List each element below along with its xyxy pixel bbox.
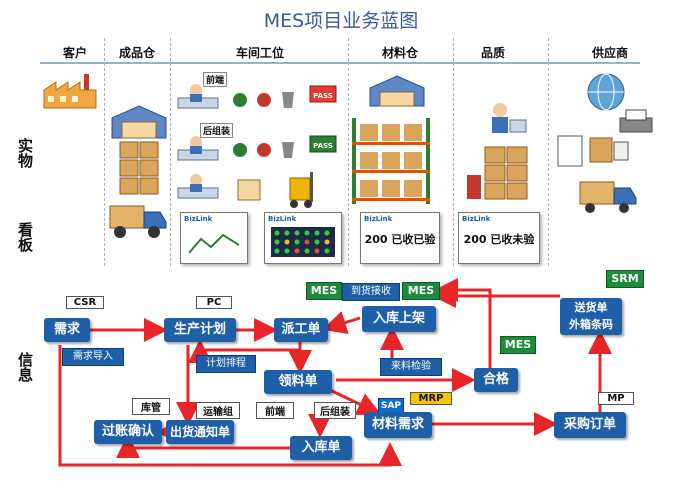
delivery-truck-icon: [109, 205, 167, 238]
inspected-boxes-icon: [467, 146, 528, 200]
header-divider: [40, 62, 640, 64]
mes-badge-quality: MES: [500, 336, 536, 354]
delivery-note-box[interactable]: 送货单 外箱条码: [560, 298, 622, 335]
posting-confirmation-box[interactable]: 过账确认: [94, 420, 162, 444]
arrow-dispatch-return: [188, 339, 302, 363]
inspector-icon: [492, 103, 527, 133]
warehouse-icon: [369, 75, 425, 107]
status-grid-icon: [271, 227, 335, 257]
back-assembly-label: 后组装: [314, 402, 356, 419]
shipping-notice-box[interactable]: 出货通知单: [166, 420, 234, 444]
board-material-text: 200 已收已验: [364, 233, 436, 246]
workshop-front-label: 前端: [203, 72, 228, 87]
line-chart-icon: [188, 233, 240, 254]
column-header-material-warehouse: 材料仓: [381, 46, 418, 60]
csr-label: CSR: [66, 296, 104, 309]
board-material-received-screen: BizLink 200 已收已验: [360, 212, 440, 264]
picking-list-box[interactable]: 领料单: [264, 370, 332, 394]
mp-label: MP: [598, 392, 634, 405]
pc-label: PC: [196, 296, 232, 309]
column-divider: [348, 38, 349, 266]
arrow-picking-to-mrp: [329, 388, 382, 416]
dispatch-order-box[interactable]: 派工单: [274, 318, 328, 342]
mes-badge-warehousing: MES: [402, 282, 440, 300]
inbound-order-box[interactable]: 入库单: [290, 436, 352, 460]
column-divider: [453, 38, 454, 266]
board-status-grid-screen: BizLink: [264, 212, 342, 264]
demand-box[interactable]: 需求: [44, 318, 90, 342]
warehouse-manager-label: 库管: [132, 398, 170, 415]
globe-network-icon: [587, 73, 625, 111]
board-brand: BizLink: [268, 215, 297, 223]
workshop-back-label: 后组装: [200, 123, 234, 138]
transport-team-label: 运输组: [196, 402, 240, 419]
documents-barcode-icon: [557, 135, 629, 167]
carton-barcode-label: 外箱条码: [569, 318, 613, 331]
plan-scheduling-tag: 计划排程: [196, 355, 256, 373]
column-header-workshop: 车间工位: [235, 46, 284, 60]
arrow-warehousing-to-dispatch: [322, 311, 361, 335]
column-header-customer: 客户: [62, 46, 87, 60]
worker-station-icon: [177, 84, 219, 109]
arrow-qualified-to-warehousing: [434, 278, 492, 370]
board-quality-pending-screen: BizLink 200 已收未验: [458, 212, 540, 264]
mrp-label: MRP: [410, 392, 452, 405]
diagram-title: MES项目业务蓝图: [263, 10, 419, 32]
printer-icon: [619, 109, 653, 133]
supplier-truck-icon: [579, 181, 637, 213]
column-header-supplier: 供应商: [591, 46, 628, 60]
customer-factory-icon: [43, 74, 97, 109]
arrival-receiving-tag: 到货接收: [342, 283, 400, 301]
component-parts-icon: PASS: [233, 135, 337, 158]
board-brand: BizLink: [364, 215, 393, 223]
qualified-box[interactable]: 合格: [474, 368, 518, 392]
svg-text:PASS: PASS: [313, 92, 333, 100]
column-divider: [548, 38, 549, 266]
warehouse-icon: [111, 105, 167, 139]
board-quality-text: 200 已收未验: [463, 233, 535, 246]
storage-shelf-icon: [352, 118, 430, 204]
column-header-quality: 品质: [480, 46, 505, 60]
production-plan-box[interactable]: 生产计划: [164, 318, 236, 342]
row-header-information: 信息: [16, 352, 34, 382]
column-divider: [170, 38, 171, 266]
forklift-icon: [237, 172, 313, 208]
worker-station-icon: [177, 174, 219, 199]
srm-badge: SRM: [606, 270, 644, 288]
row-header-physical: 实物: [16, 138, 34, 168]
delivery-note-label: 送货单: [574, 301, 608, 314]
incoming-inspection-tag: 来料检验: [380, 358, 442, 376]
board-chart-screen: BizLink: [180, 212, 248, 264]
demand-import-tag: 需求导入: [62, 348, 124, 366]
material-requirement-box[interactable]: 材料需求: [364, 412, 432, 438]
purchase-order-box[interactable]: 采购订单: [554, 412, 626, 438]
board-brand: BizLink: [462, 215, 491, 223]
component-parts-icon: PASS: [233, 85, 337, 108]
board-brand: BizLink: [184, 215, 213, 223]
column-header-finished-goods: 成品仓: [118, 46, 155, 60]
svg-text:PASS: PASS: [313, 142, 333, 150]
column-divider: [104, 38, 105, 266]
row-header-board: 看板: [16, 222, 34, 252]
worker-station-icon: [177, 136, 219, 161]
finished-goods-boxes-icon: [119, 141, 159, 195]
mes-badge-dispatch: MES: [306, 282, 342, 300]
arrow-demand-loop: [58, 345, 402, 467]
warehousing-shelving-box[interactable]: 入库上架: [362, 306, 436, 332]
front-end-label: 前端: [256, 402, 294, 419]
